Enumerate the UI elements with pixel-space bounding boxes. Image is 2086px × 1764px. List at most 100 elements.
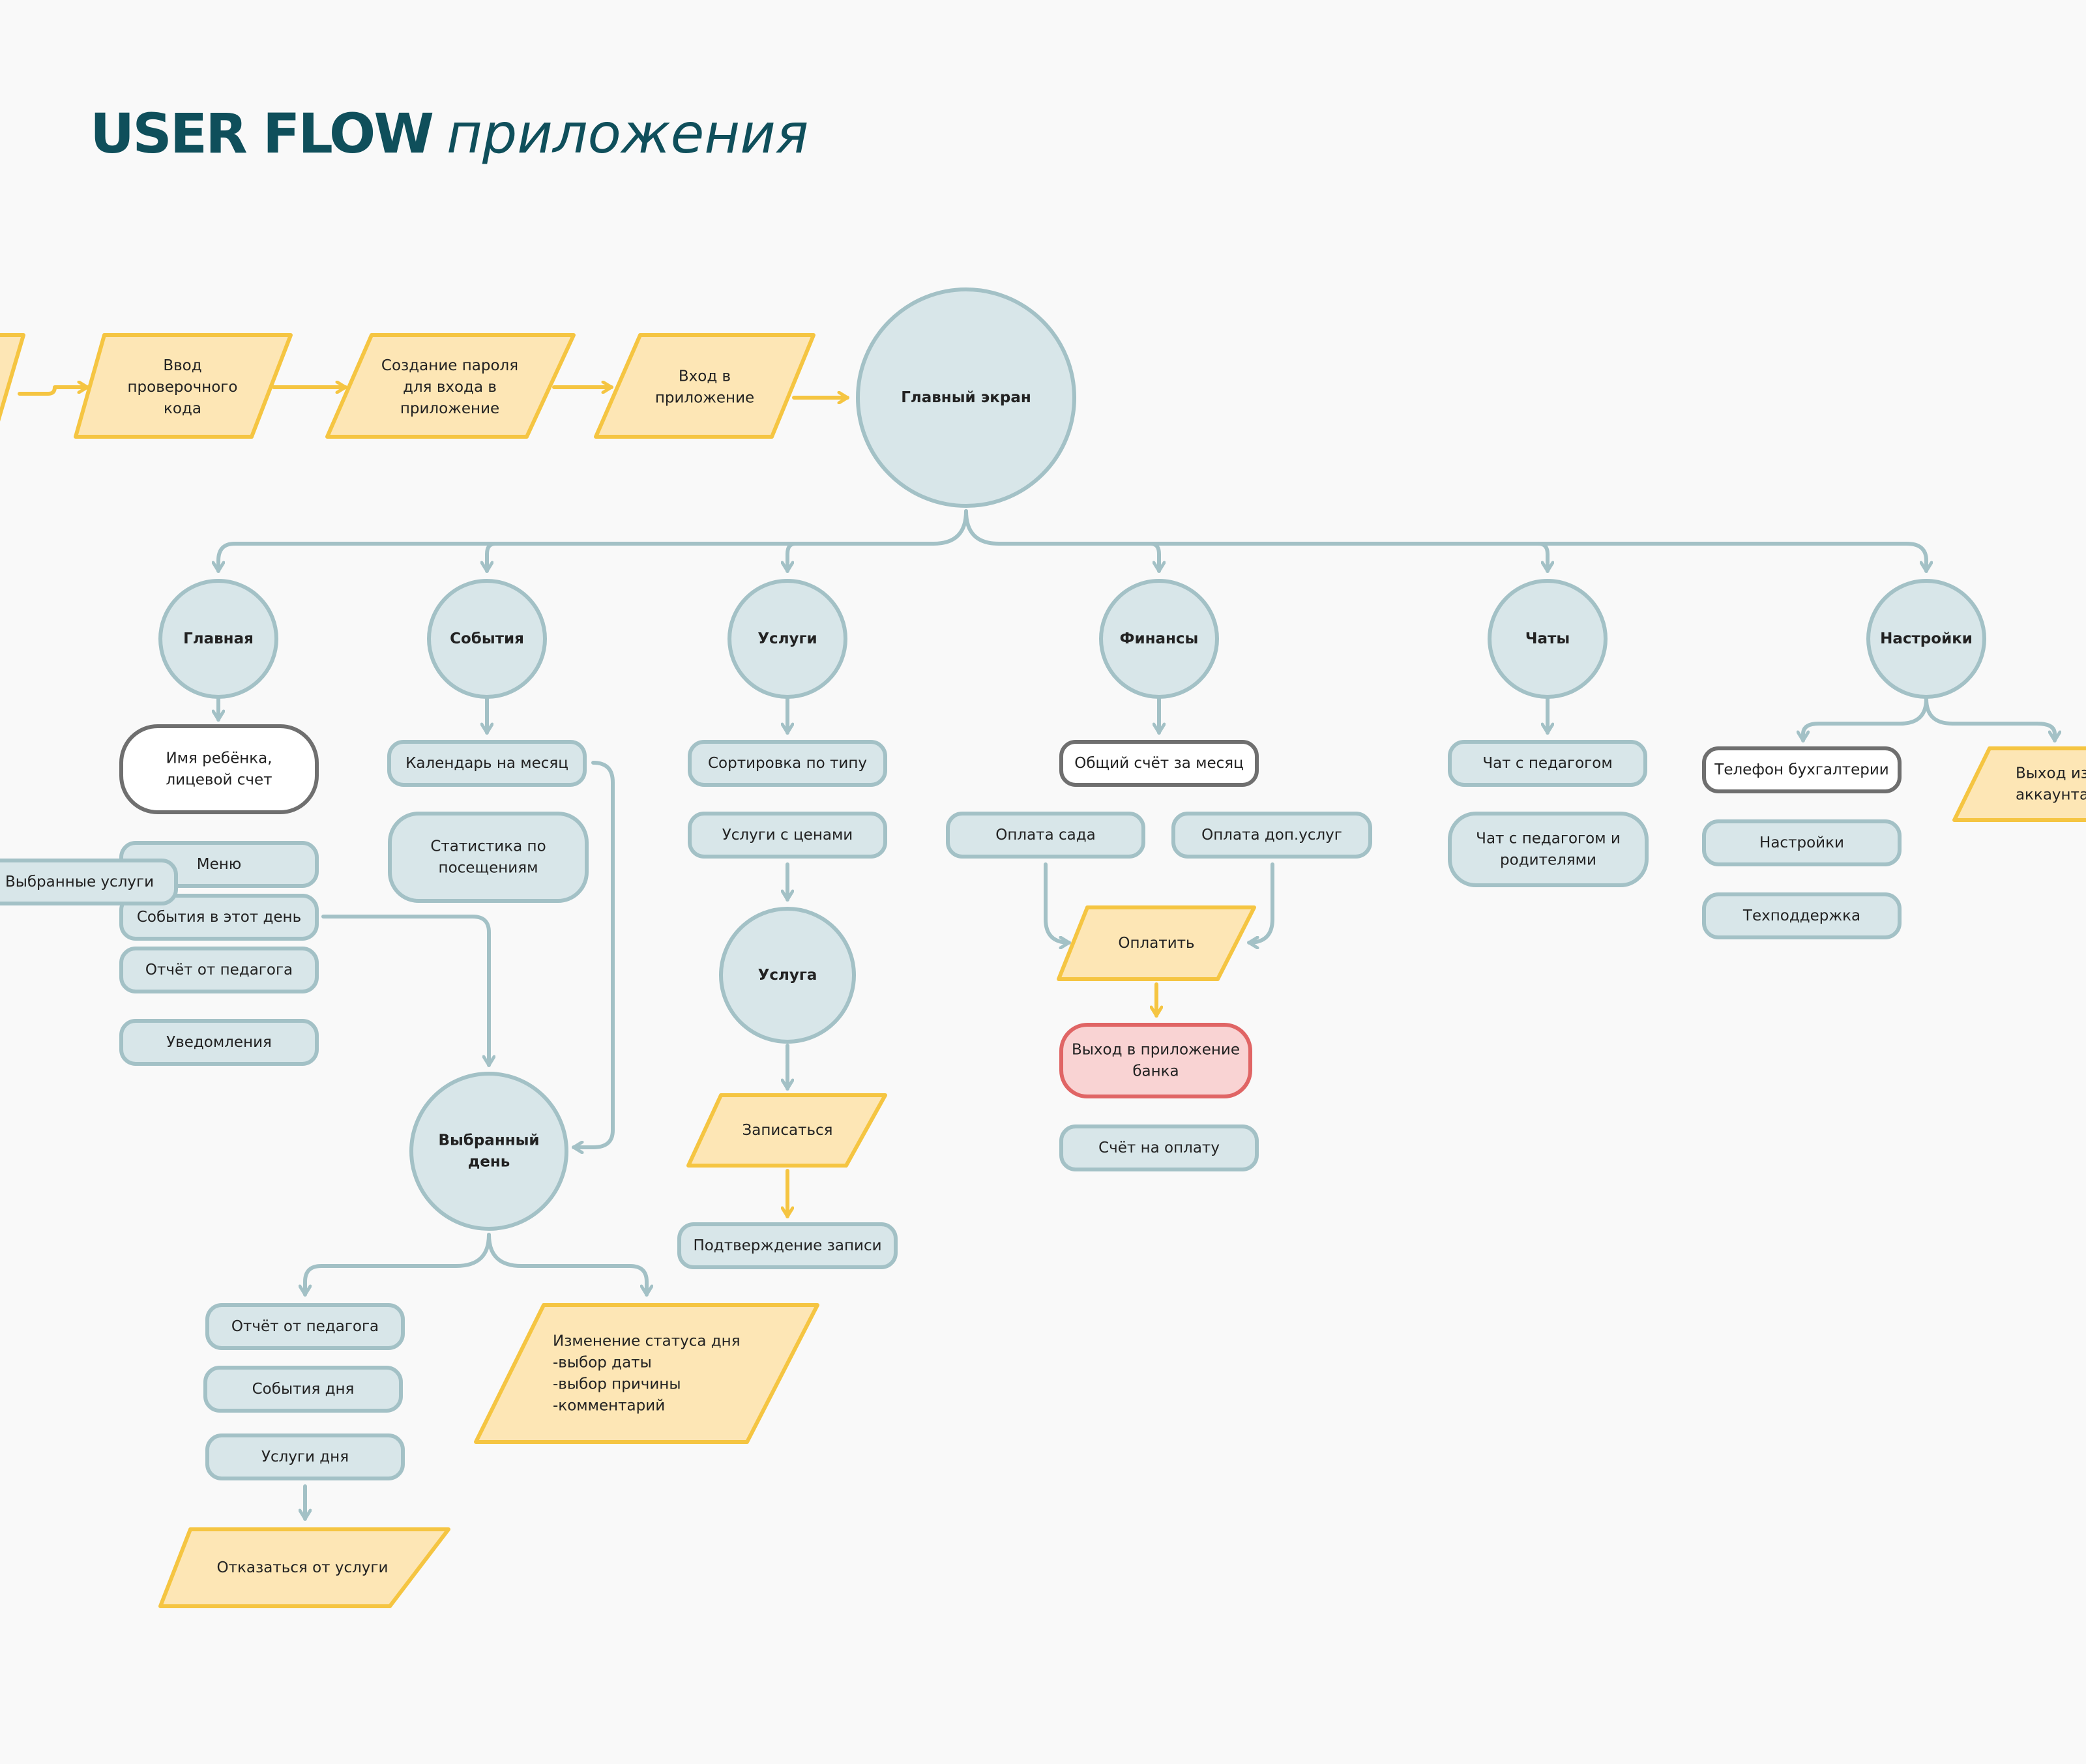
login-step <box>594 333 815 439</box>
prices-node <box>688 812 887 859</box>
confirm-node <box>677 1222 898 1269</box>
teacher-chat-text: Чат с педагогом <box>1482 755 1612 772</box>
home-node-text: Главная <box>183 630 254 647</box>
branch-services <box>787 542 797 573</box>
code-step <box>74 333 293 439</box>
logout-node <box>1952 746 2086 822</box>
selected-services-text: Выбранные услуги <box>5 874 154 890</box>
section-finance: Финансы Общий счёт за месяц Оплата сада … <box>946 579 1372 1171</box>
title-italic: приложения <box>447 102 809 166</box>
total-node <box>1059 740 1259 787</box>
status-change-node <box>474 1303 819 1444</box>
invoice-text: Счёт на оплату <box>1098 1139 1220 1156</box>
section-home: Главная Имя ребёнка,лицевой счет Меню Со… <box>0 579 319 1066</box>
finance-node-text: Финансы <box>1120 630 1199 647</box>
day-report-text: Отчёт от педагога <box>231 1318 379 1335</box>
branch-finance <box>1149 542 1159 573</box>
day-events-text: События дня <box>252 1381 355 1398</box>
refuse-node <box>158 1527 450 1608</box>
sort-node <box>688 740 887 787</box>
refuse-text: Отказаться от услуги <box>217 1559 389 1576</box>
status-change-text: Изменение статуса дня-выбор даты-выбор п… <box>553 1332 741 1414</box>
support-node <box>1702 892 1902 939</box>
arrow-extra-to-pay <box>1247 862 1274 943</box>
support-text: Техподдержка <box>1742 907 1860 924</box>
menu-text: Меню <box>197 856 241 873</box>
services-node <box>727 579 847 699</box>
signup-node <box>686 1093 887 1168</box>
finance-node <box>1099 579 1219 699</box>
teacher-parents-chat-node <box>1448 812 1649 887</box>
branch-main <box>218 509 968 573</box>
main-screen-text: Главный экран <box>901 389 1031 406</box>
events-node <box>427 579 547 699</box>
child-name-text: Имя ребёнка,лицевой счет <box>166 750 272 788</box>
extra-pay-node <box>1171 812 1372 859</box>
pay-node <box>1057 905 1256 981</box>
events-node-text: События <box>450 630 524 647</box>
pay-text: Оплатить <box>1118 935 1194 952</box>
settings-item-text: Настройки <box>1759 834 1844 851</box>
total-text: Общий счёт за месяц <box>1074 755 1244 772</box>
garden-pay-text: Оплата сада <box>995 827 1095 844</box>
invoice-node <box>1059 1125 1259 1171</box>
selected-day-node <box>409 1072 568 1231</box>
prices-text: Услуги с ценами <box>722 827 853 844</box>
calendar-node <box>387 740 587 787</box>
branch-settings-right <box>1924 697 2055 742</box>
notifications-text: Уведомления <box>166 1034 272 1051</box>
section-settings: Настройки Телефон бухгалтерии Настройки … <box>1702 579 2086 939</box>
home-node <box>158 579 278 699</box>
teacher-chat-node <box>1448 740 1647 787</box>
home-teacher-report-node <box>119 947 319 993</box>
arrow-eventsday-to-day <box>321 915 489 1067</box>
arrow-prev-to-code <box>18 387 89 396</box>
branch-settings-left <box>1803 697 1928 742</box>
child-name-node <box>119 724 319 814</box>
selected-services-node <box>0 859 178 905</box>
chats-node-text: Чаты <box>1525 630 1570 647</box>
arrow-calendar-to-day <box>572 761 615 1147</box>
branch-right <box>964 509 1926 573</box>
stats-node <box>388 812 589 903</box>
bank-node <box>1059 1023 1252 1098</box>
title-bold: USER FLOW <box>90 102 434 166</box>
home-teacher-report-text: Отчёт от педагога <box>145 962 293 978</box>
settings-node <box>1866 579 1986 699</box>
branch-events <box>487 542 497 573</box>
day-events-node <box>203 1366 403 1413</box>
section-events: События Календарь на месяц Статистика по… <box>158 579 819 1608</box>
branch-day-right <box>487 1233 647 1297</box>
settings-node-text: Настройки <box>1880 630 1973 647</box>
password-step <box>325 333 576 439</box>
garden-pay-node <box>946 812 1145 859</box>
prev-step-partial <box>0 333 25 422</box>
day-services-text: Услуги дня <box>261 1448 349 1465</box>
main-screen-node <box>856 287 1076 508</box>
branch-day-left <box>305 1233 491 1297</box>
day-report-node <box>205 1303 405 1350</box>
chats-node <box>1488 579 1608 699</box>
branch-chats <box>1536 542 1548 573</box>
arrow-garden-to-pay <box>1044 862 1071 943</box>
day-services-node <box>205 1433 405 1480</box>
section-services: Услуги Сортировка по типу Услуги с ценам… <box>677 579 898 1269</box>
sort-text: Сортировка по типу <box>708 755 867 772</box>
accounting-phone-text: Телефон бухгалтерии <box>1714 761 1888 778</box>
service-node <box>719 907 856 1044</box>
services-node-text: Услуги <box>757 630 817 647</box>
events-today-text: События в этот день <box>137 909 301 926</box>
events-today-node <box>119 894 319 941</box>
